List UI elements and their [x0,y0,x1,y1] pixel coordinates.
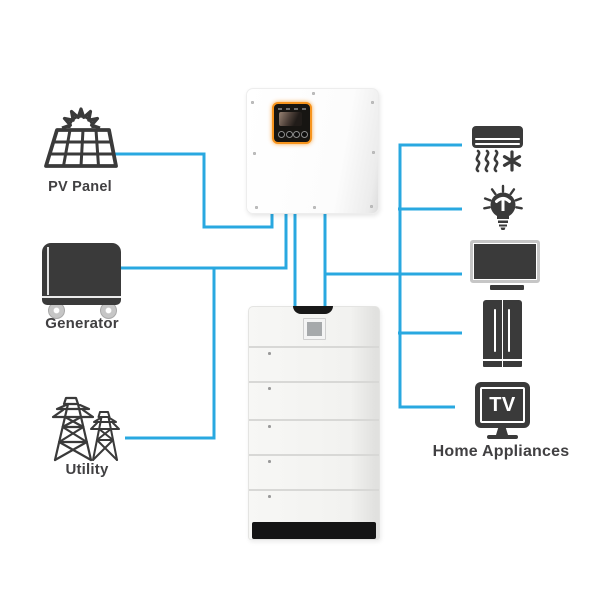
bulb-base [497,215,509,230]
tv-stand-neck [496,428,508,435]
battery-module-led [268,387,271,390]
monitor-stand [490,285,524,290]
battery-module-led [268,425,271,428]
screw [255,206,258,209]
panel-grid [49,129,114,167]
screw [313,206,316,209]
generator-base-seam [42,296,121,298]
monitor-screen [474,244,536,279]
wire-utility-to-generator-line [125,269,216,440]
wire-pv-to-inverter [110,152,274,229]
screw [372,151,375,154]
refrigerator-icon [483,300,522,367]
light-bulb-icon [483,184,523,230]
battery-module-separator [249,346,379,348]
hybrid-inverter [246,88,379,214]
fridge-handle [494,309,496,352]
panel-indicator [286,108,290,110]
battery-module-separator [249,489,379,491]
heat-waves-icon [475,149,499,173]
wire-generator-to-inverter [120,211,288,270]
inverter-control-panel [272,102,312,144]
tv-text: TV [489,393,516,416]
battery-stack [248,306,380,540]
inverter-display [279,112,302,126]
battery-module-separator [249,381,379,383]
inverter-button [300,131,308,138]
battery-module-led [268,352,271,355]
air-conditioner-icon [472,126,523,148]
battery-base [252,522,376,539]
tv-stand-base [487,435,518,439]
wire-appliance-trunk [398,143,462,409]
battery-module-led [268,495,271,498]
inverter-button [293,131,300,138]
panel-indicator [294,108,298,110]
monitor-icon [470,240,540,283]
generator-panel-seam [47,247,49,295]
battery-module-separator [249,454,379,456]
panel-indicator [302,108,306,110]
ac-vent-stripe [475,137,520,140]
large-tower [51,396,95,462]
bulb-filament-top [495,197,511,203]
utility-label: Utility [65,461,109,478]
battery-display [303,318,326,340]
sun-rays [61,107,101,130]
home-appliances-label: Home Appliances [432,443,570,460]
tv-screen: TV [480,387,525,423]
screw [371,101,374,104]
battery-display-screen [307,322,322,336]
panel-indicator [278,108,282,110]
fridge-base-line [483,359,522,361]
pv-panel-label: PV Panel [48,179,112,195]
snowflake-icon [502,150,522,172]
battery-module-led [268,460,271,463]
fridge-door-gap [501,300,504,367]
generator-icon [42,243,121,305]
pv-panel-icon [44,107,118,168]
inverter-button [285,131,293,138]
inverter-button [278,131,285,138]
screw [370,205,373,208]
small-tower [90,411,120,461]
generator-label: Generator [45,315,119,332]
screw [253,152,256,155]
bulb-filament-stem [501,200,505,211]
tv-icon: TV [475,382,530,428]
screw [312,92,315,95]
battery-module-separator [249,419,379,421]
ac-vent-stripe [475,142,520,145]
screw [251,101,254,104]
utility-towers-icon [51,396,120,462]
fridge-handle [508,309,510,352]
bulb-rays [483,184,523,210]
battery-top-cap [293,306,333,314]
